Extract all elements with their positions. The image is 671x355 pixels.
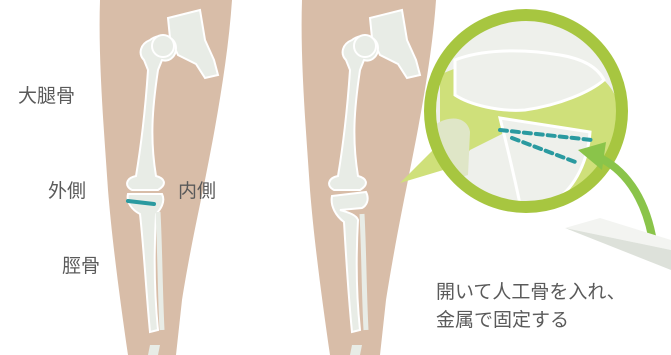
left-femoral-head	[152, 35, 174, 57]
lateral-label: 外側	[48, 182, 86, 201]
bone-wedge	[565, 218, 671, 270]
femur-label: 大腿骨	[18, 87, 75, 106]
middle-femoral-head	[354, 35, 376, 57]
left-foot-stub	[148, 345, 160, 355]
caption-line-1: 開いて人工骨を入れ、	[436, 280, 626, 306]
medial-label: 内側	[178, 182, 216, 201]
middle-foot-stub	[350, 345, 362, 355]
left-leg	[100, 0, 232, 355]
caption-line-2: 金属で固定する	[436, 308, 569, 334]
zoom-lens	[400, 15, 622, 207]
tibia-label: 脛骨	[62, 257, 100, 276]
